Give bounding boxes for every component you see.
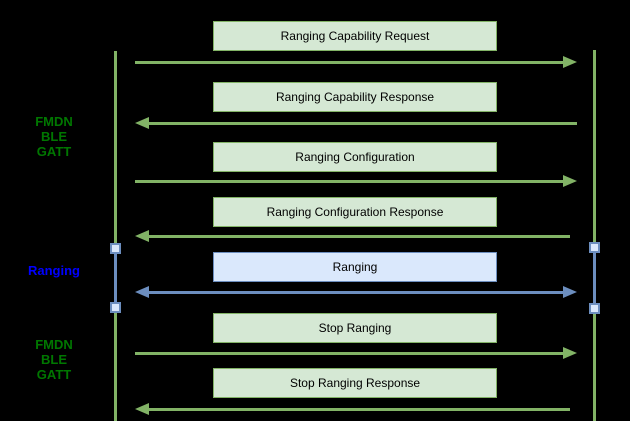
arrowhead-left-icon	[135, 286, 149, 298]
activation-marker	[110, 302, 121, 313]
message-arrow-shaft	[135, 180, 563, 183]
message-box-ranging: Ranging	[213, 252, 497, 282]
message-arrow-shaft	[149, 235, 570, 238]
lane-label-line: BLE	[41, 129, 67, 144]
lifeline-right-ranging-segment	[593, 249, 596, 307]
message-arrow-shaft	[149, 291, 563, 294]
lane-label-line: FMDN	[35, 337, 73, 352]
lifeline-left-ranging-segment	[114, 249, 117, 307]
arrowhead-left-icon	[135, 230, 149, 242]
lane-label-line: GATT	[36, 367, 72, 382]
lane-label-fmdn-ble-gatt-top: FMDN BLE GATT	[10, 114, 98, 159]
arrowhead-right-icon	[563, 347, 577, 359]
message-arrow-shaft	[135, 61, 563, 64]
message-box-ranging-capability-request: Ranging Capability Request	[213, 21, 497, 51]
arrowhead-right-icon	[563, 175, 577, 187]
message-box-stop-ranging: Stop Ranging	[213, 313, 497, 343]
message-box-ranging-configuration: Ranging Configuration	[213, 142, 497, 172]
arrowhead-right-icon	[563, 56, 577, 68]
lane-label-ranging: Ranging	[10, 263, 98, 278]
arrowhead-left-icon	[135, 403, 149, 415]
lifeline-left	[114, 51, 117, 421]
message-box-ranging-configuration-response: Ranging Configuration Response	[213, 197, 497, 227]
arrowhead-left-icon	[135, 117, 149, 129]
activation-marker	[589, 242, 600, 253]
message-arrow-shaft	[149, 122, 577, 125]
lane-label-line: Ranging	[28, 263, 80, 278]
arrowhead-right-icon	[563, 286, 577, 298]
message-arrow-shaft	[135, 352, 563, 355]
activation-marker	[589, 303, 600, 314]
activation-marker	[110, 243, 121, 254]
lane-label-line: BLE	[41, 352, 67, 367]
lane-label-line: FMDN	[35, 114, 73, 129]
message-arrow-shaft	[149, 408, 570, 411]
lifeline-right	[593, 50, 596, 421]
message-box-stop-ranging-response: Stop Ranging Response	[213, 368, 497, 398]
lane-label-line: GATT	[36, 144, 72, 159]
lane-label-fmdn-ble-gatt-bottom: FMDN BLE GATT	[10, 337, 98, 382]
message-box-ranging-capability-response: Ranging Capability Response	[213, 82, 497, 112]
